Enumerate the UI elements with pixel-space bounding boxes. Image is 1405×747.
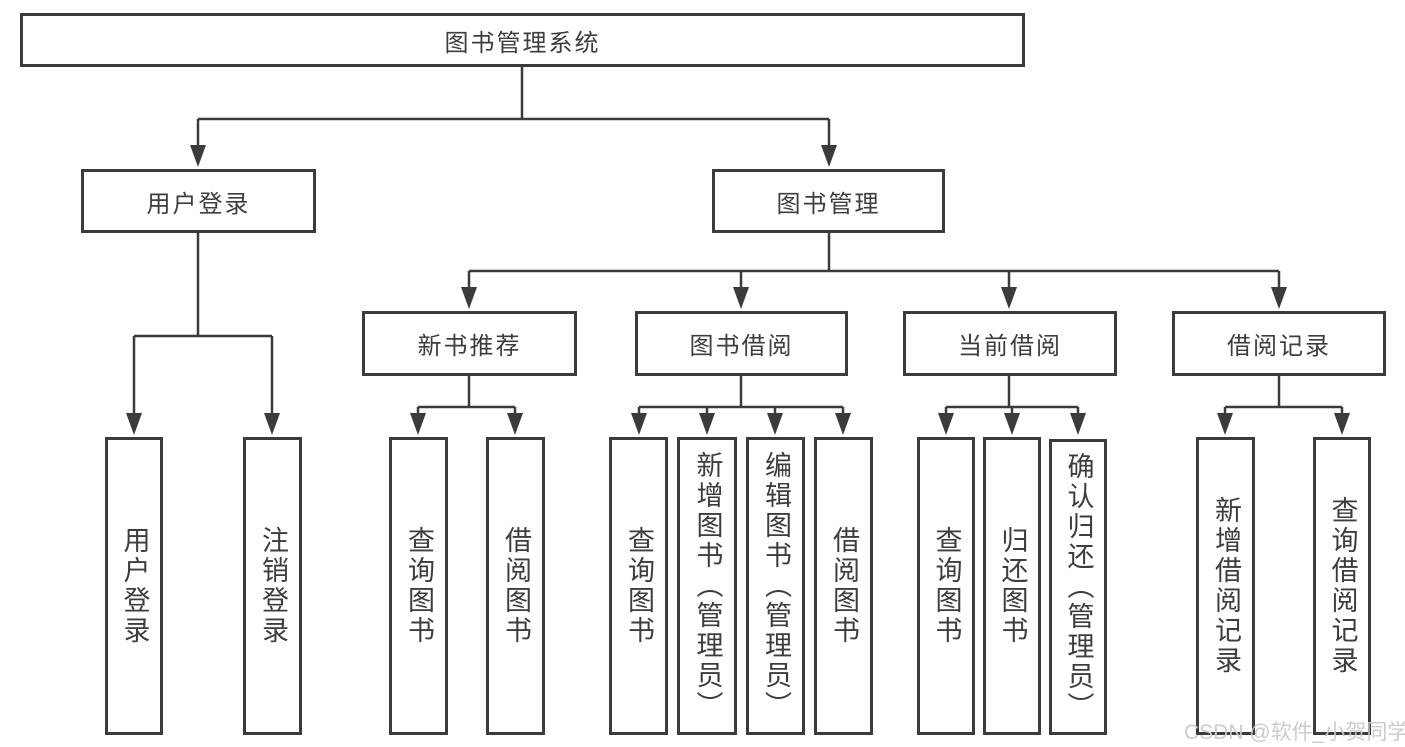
leaf-query-books-2-label: 查询图书: [624, 526, 654, 646]
leaf-borrow-books-2: 借阅图书: [814, 437, 873, 735]
leaf-edit-book-admin-label: 编辑图书（管理员）: [761, 451, 791, 721]
node-current-borrowing-label: 当前借阅: [958, 333, 1062, 360]
leaf-query-borrow-record-label: 查询借阅记录: [1327, 496, 1358, 676]
node-current-borrowing: 当前借阅: [903, 311, 1117, 376]
node-book-borrowing-label: 图书借阅: [689, 333, 794, 360]
leaf-logout-label: 注销登录: [258, 526, 288, 646]
leaf-confirm-return-admin: 确认归还（管理员）: [1049, 439, 1107, 735]
leaf-add-borrow-record: 新增借阅记录: [1196, 437, 1255, 735]
leaf-user-login: 用户登录: [105, 437, 163, 735]
leaf-query-books-3-label: 查询图书: [931, 526, 962, 646]
node-library-system: 图书管理系统: [20, 13, 1025, 67]
leaf-add-borrow-record-label: 新增借阅记录: [1211, 496, 1241, 676]
node-borrowing-records-label: 借阅记录: [1227, 333, 1331, 360]
leaf-return-books: 归还图书: [983, 437, 1041, 735]
node-book-management-label: 图书管理: [776, 190, 881, 218]
node-library-system-label: 图书管理系统: [444, 29, 601, 57]
leaf-query-books-3: 查询图书: [917, 437, 975, 735]
leaf-borrow-books-1: 借阅图书: [486, 437, 545, 735]
node-new-book-recommend-label: 新书推荐: [417, 333, 522, 360]
leaf-edit-book-admin: 编辑图书（管理员）: [746, 437, 805, 735]
leaf-query-borrow-record: 查询借阅记录: [1313, 437, 1371, 735]
node-new-book-recommend: 新书推荐: [362, 311, 577, 376]
leaf-add-book-admin: 新增图书（管理员）: [677, 437, 737, 735]
leaf-return-books-label: 归还图书: [997, 526, 1028, 646]
leaf-add-book-admin-label: 新增图书（管理员）: [692, 451, 723, 721]
leaf-borrow-books-1-label: 借阅图书: [501, 526, 531, 646]
leaf-logout: 注销登录: [243, 437, 302, 735]
node-user-login: 用户登录: [81, 169, 316, 233]
node-book-management: 图书管理: [712, 169, 945, 233]
leaf-query-books-2: 查询图书: [609, 437, 668, 735]
leaf-borrow-books-2-label: 借阅图书: [829, 526, 859, 646]
node-user-login-label: 用户登录: [146, 190, 251, 218]
leaf-confirm-return-admin-label: 确认归还（管理员）: [1063, 452, 1094, 722]
leaf-query-books-1-label: 查询图书: [404, 526, 434, 646]
watermark: CSDN @软件_小贺同学: [1184, 721, 1405, 744]
leaf-user-login-label: 用户登录: [119, 526, 150, 646]
arrowheads: [126, 145, 1350, 435]
node-borrowing-records: 借阅记录: [1172, 311, 1386, 376]
node-book-borrowing: 图书借阅: [635, 311, 848, 376]
leaf-query-books-1: 查询图书: [389, 437, 448, 735]
